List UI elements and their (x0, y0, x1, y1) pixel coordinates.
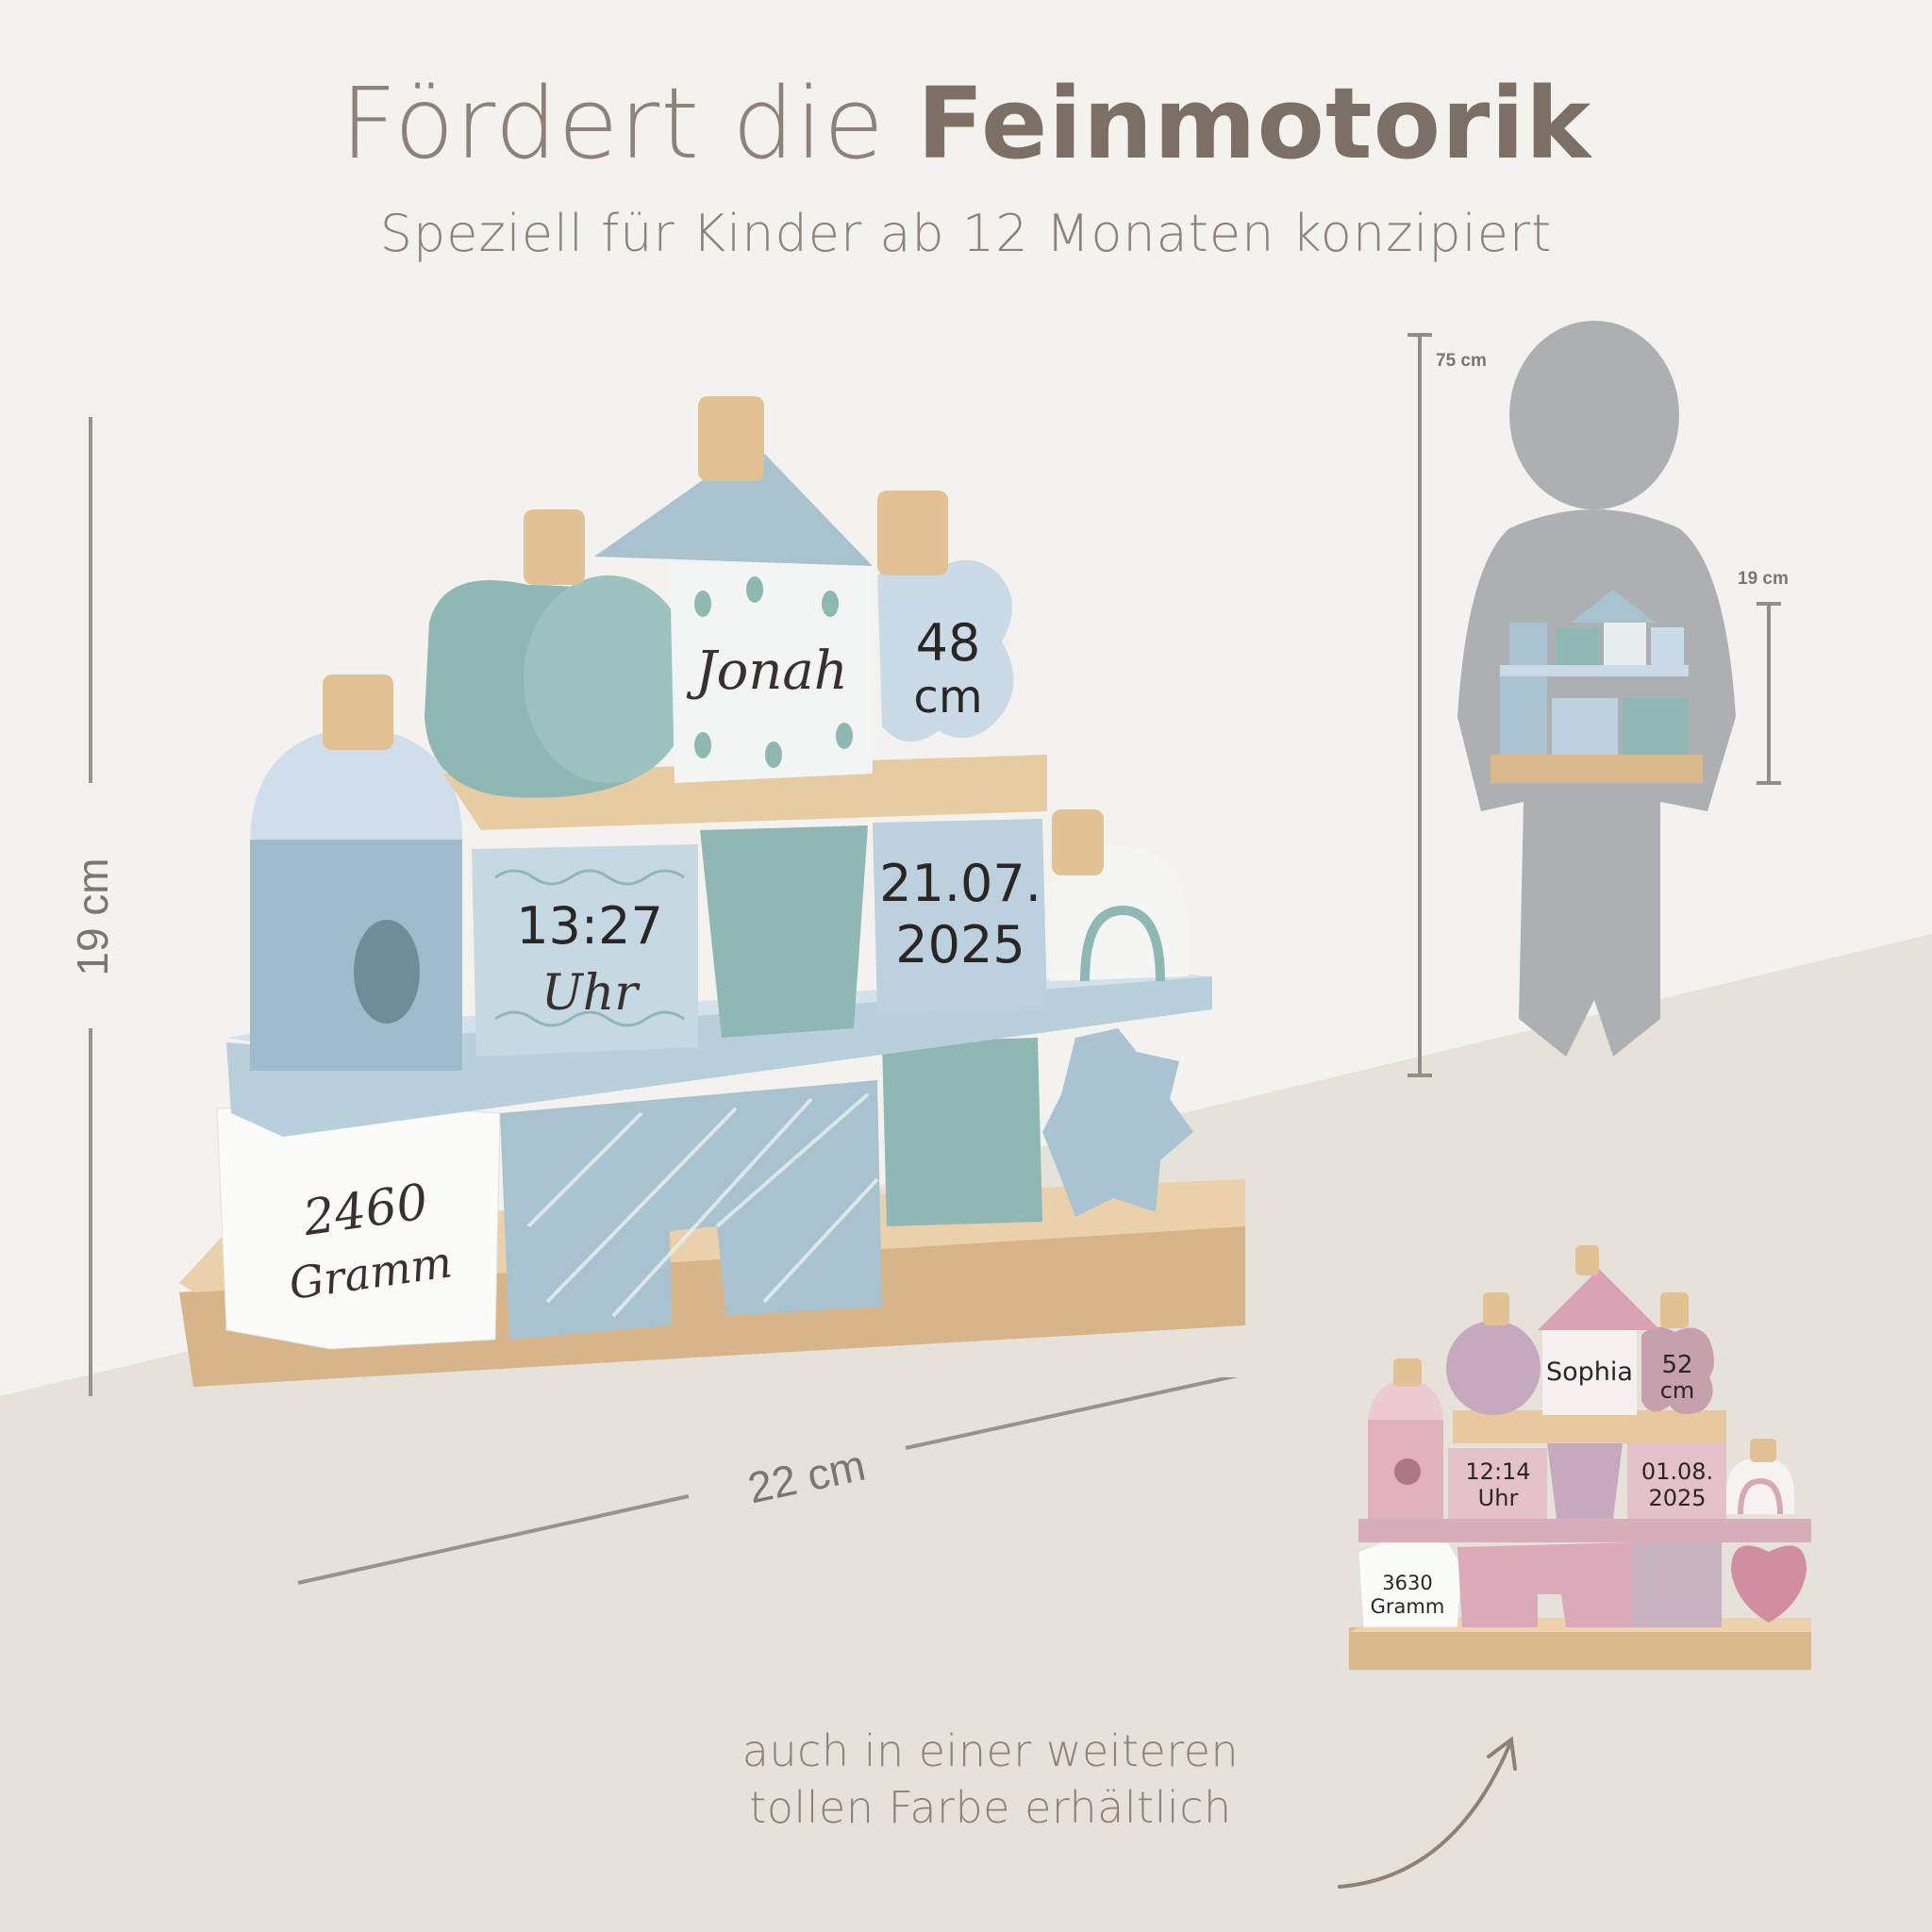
cylinder-face (524, 575, 693, 783)
width-dimension-line (297, 1377, 1239, 1585)
pink-time-text: 12:14 (1465, 1458, 1530, 1485)
name-text: Jonah (686, 641, 848, 702)
trapezoid-block (700, 825, 868, 1038)
wood-base-front (179, 1222, 1245, 1387)
date-block (873, 819, 1047, 1014)
subtitle: Speziell für Kinder ab 12 Monaten konzip… (379, 204, 1553, 263)
rainbow-peg (1052, 809, 1104, 875)
note-line2: tollen Farbe erhältlich (749, 1782, 1232, 1833)
name-block (670, 561, 873, 783)
note-line1: auch in einer weiteren (741, 1725, 1240, 1776)
length-unit-text: cm (913, 671, 982, 724)
height-label: 19 cm (68, 858, 117, 976)
small-toy-base (1491, 755, 1703, 783)
pink-time-unit-text: Uhr (1478, 1485, 1519, 1511)
flower-block (877, 559, 1014, 742)
mint-block-lower (882, 1038, 1042, 1226)
headline-prefix: Fördert die (340, 66, 885, 181)
toy-height-small-label: 19 cm (1738, 569, 1789, 589)
roof-peg (698, 396, 764, 481)
name-block-pattern (694, 576, 853, 768)
cylinder-peg (524, 509, 585, 585)
headline-emphasis: Feinmotorik (917, 66, 1592, 181)
pink-date-line2-text: 2025 (1648, 1485, 1706, 1511)
pink-name-text: Sophia (1546, 1357, 1633, 1387)
blue-shelf (226, 976, 1212, 1137)
pink-weight-value-text: 3630 (1382, 1572, 1432, 1594)
bottle-top (250, 726, 462, 840)
pink-wood-base (1349, 1627, 1811, 1670)
pink-block-house: 3630 Gramm 12:14 Uhr 01.08. 2025 Sophia … (1349, 1245, 1811, 1670)
time-unit-text: Uhr (541, 965, 641, 1022)
pink-date-line1-text: 01.08. (1641, 1458, 1713, 1485)
height-dimension-line (89, 417, 92, 1396)
headline: Fördert die Feinmotorik (0, 66, 1932, 181)
bottle-hole (354, 920, 420, 1024)
bottle-peg (323, 675, 393, 750)
date-line1-text: 21.07. (879, 854, 1041, 913)
waves-block (472, 844, 698, 1057)
date-line2-text: 2025 (895, 915, 1024, 974)
child-silhouette (1407, 321, 1781, 1077)
curved-arrow-icon (1338, 1736, 1517, 1889)
pink-weight-unit-text: Gramm (1371, 1595, 1445, 1618)
rainbow-arc (1080, 905, 1165, 982)
pink-length-value-text: 52 (1661, 1351, 1692, 1379)
time-text: 13:27 (516, 896, 663, 956)
roof-block (594, 443, 873, 566)
child-head (1509, 321, 1679, 509)
flower-peg (877, 491, 948, 575)
arch-stripes (526, 1092, 879, 1318)
waves-pattern (494, 869, 685, 1027)
pink-length-unit-text: cm (1660, 1377, 1695, 1404)
color-variant-note: auch in einer weiteren tollen Farbe erhä… (698, 1723, 1283, 1836)
arch-block (500, 1080, 882, 1340)
star-block (1042, 1028, 1193, 1217)
child-height-label: 75 cm (1436, 351, 1487, 371)
blue-block-house: 2460 Gramm 13:27 Uhr 21.07. 2025 Jonah 4… (179, 396, 1245, 1387)
length-value-text: 48 (916, 613, 981, 673)
